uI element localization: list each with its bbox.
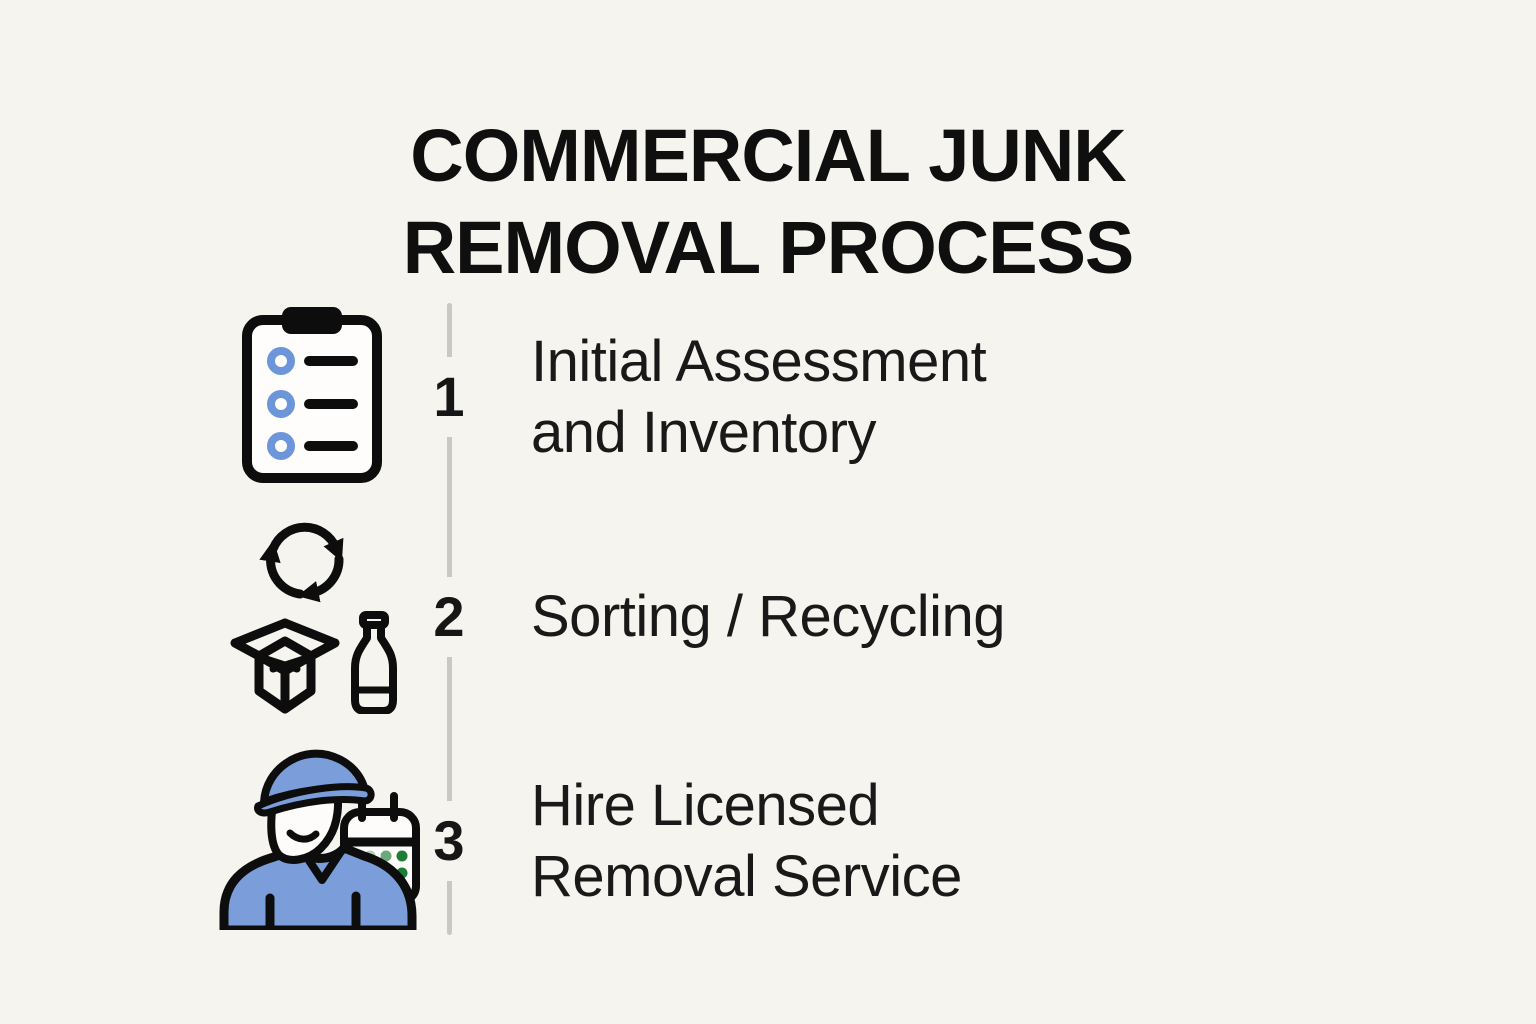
step-number-2: 2 [427, 577, 471, 657]
clipboard-checklist-icon [239, 302, 385, 486]
step-label-3: Hire Licensed Removal Service [531, 770, 962, 912]
worker-calendar-icon [216, 740, 420, 930]
step-label-1-line1: Initial Assessment [531, 329, 987, 394]
page-title-line2: REMOVAL PROCESS [402, 205, 1135, 289]
step-label-1-line2: and Inventory [531, 400, 876, 465]
step-label-2: Sorting / Recycling [531, 581, 1006, 652]
checklist-bullet [267, 390, 295, 418]
worker-face [267, 792, 343, 864]
step-label-2-line1: Sorting / Recycling [531, 584, 1006, 649]
checklist-bullet [267, 432, 295, 460]
step-label-1: Initial Assessment and Inventory [531, 326, 987, 468]
page-title: COMMERCIAL JUNK REMOVAL PROCESS [0, 110, 1536, 294]
page-title-line1: COMMERCIAL JUNK [410, 113, 1126, 197]
recycle-arrows [259, 522, 344, 603]
worker-figure [219, 749, 417, 930]
step-number-3: 3 [427, 801, 471, 881]
step-number-1: 1 [427, 357, 471, 437]
bottle [351, 611, 397, 714]
worker-chin-line [286, 829, 320, 843]
step-label-3-line1: Hire Licensed [531, 773, 880, 838]
worker-shirt [219, 843, 417, 930]
clipboard-clip [282, 307, 342, 334]
checklist-bullet [267, 347, 295, 375]
worker-shirt-stripes [265, 891, 361, 930]
worker-cap-brim [254, 783, 375, 817]
recycling-box-bottle-icon [225, 512, 397, 714]
step-label-3-line2: Removal Service [531, 844, 962, 909]
open-box [230, 618, 340, 714]
